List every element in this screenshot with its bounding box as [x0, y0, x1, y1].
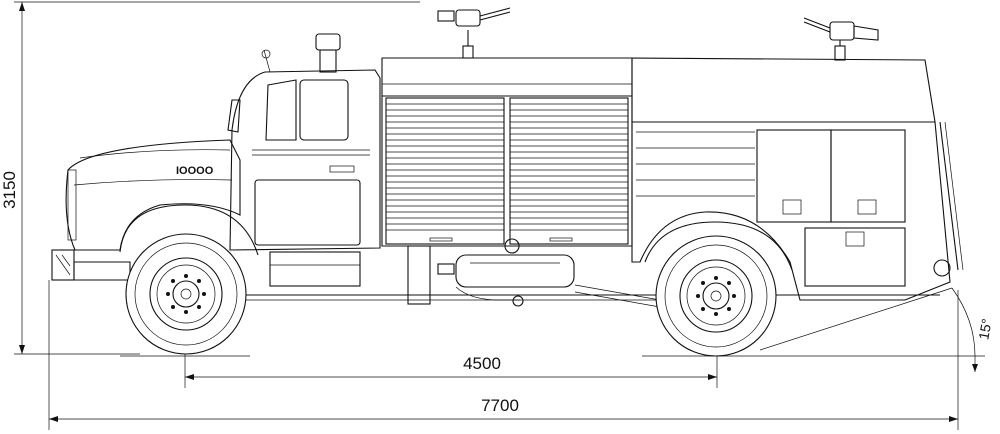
front-water-monitor	[437, 7, 511, 59]
body	[381, 57, 964, 301]
height-label: 3150	[0, 171, 19, 209]
rear-water-monitor	[803, 17, 879, 61]
wheelbase-label: 4500	[463, 354, 501, 373]
chassis-frame	[230, 245, 940, 308]
rear-wheel	[655, 235, 777, 357]
roller-shutter-front	[385, 97, 505, 245]
roller-shutter-rear	[509, 97, 629, 245]
height-dimension: 3150	[0, 1, 420, 355]
front-wheel	[125, 233, 247, 355]
front-wheel-arch	[119, 204, 259, 256]
fuel-tank	[437, 238, 575, 307]
cab	[227, 33, 381, 287]
cab-badge: IOOOO	[176, 165, 214, 177]
overall-length-label: 7700	[481, 396, 519, 415]
wheelbase-dimension: 4500	[184, 300, 718, 388]
rear-wheel-arch	[644, 221, 793, 271]
hood: IOOOO	[51, 139, 241, 281]
departure-angle-dimension: 15°	[642, 287, 995, 372]
overall-length-dimension: 7700	[48, 280, 959, 430]
departure-angle-label: 15°	[975, 317, 994, 341]
